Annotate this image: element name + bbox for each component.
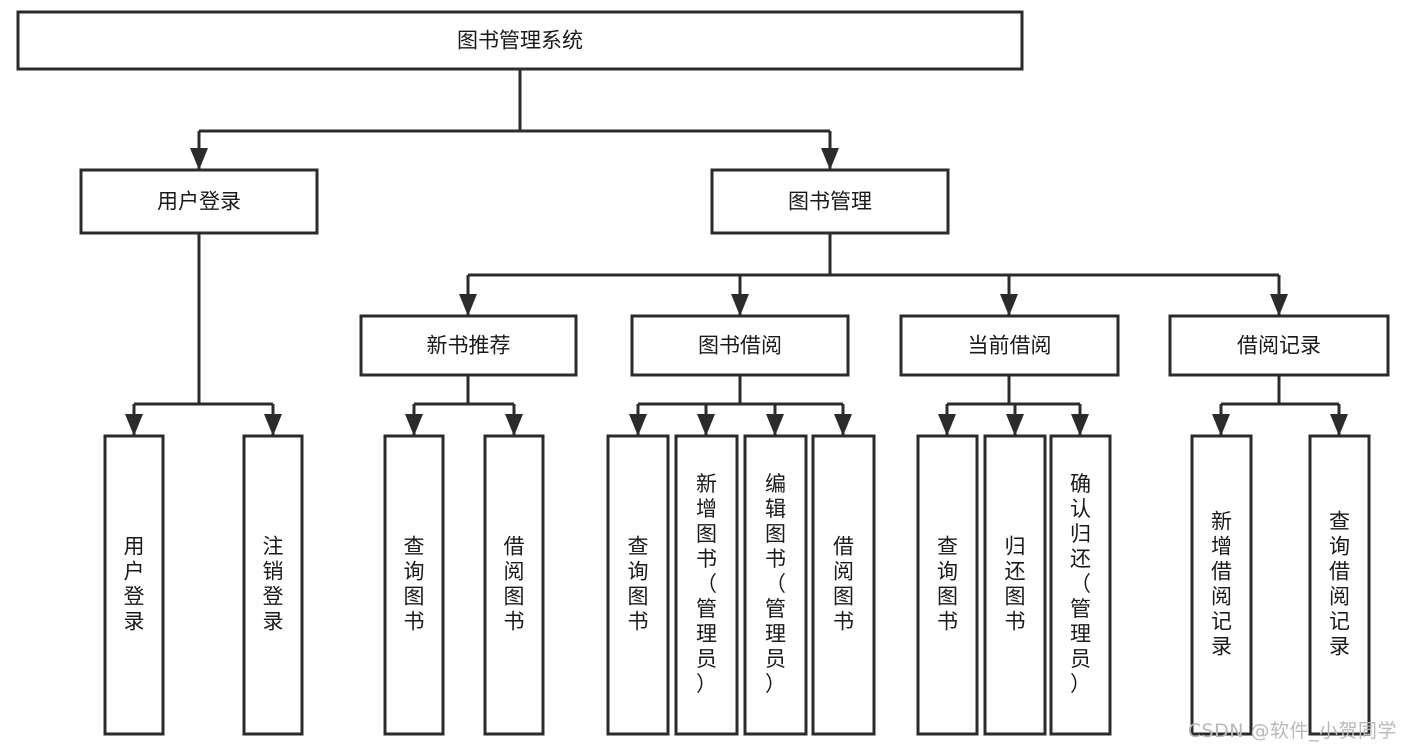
node-label: 借阅记录 bbox=[1237, 334, 1321, 358]
node-label: 查询借阅记录 bbox=[1329, 510, 1350, 659]
arrow-head-icon bbox=[821, 148, 839, 170]
node-box bbox=[1049, 434, 1112, 736]
node-label: 新增借阅记录 bbox=[1211, 510, 1232, 659]
connector-newbook_to_leaves bbox=[412, 375, 516, 436]
node-label: 当前借阅 bbox=[968, 334, 1052, 358]
node-label: 图书管理 bbox=[788, 190, 872, 214]
node-box bbox=[483, 434, 545, 736]
node-leaf-10[interactable]: 确认归还（管理员） bbox=[1049, 434, 1112, 736]
node-box bbox=[916, 434, 979, 736]
node-label: 用户登录 bbox=[124, 535, 145, 634]
arrow-head-icon bbox=[1071, 414, 1089, 436]
node-label: 用户登录 bbox=[157, 190, 241, 214]
arrow-head-icon bbox=[190, 148, 208, 170]
arrow-head-icon bbox=[1000, 294, 1018, 316]
node-label: 编辑图书（管理员） bbox=[765, 472, 786, 696]
arrow-head-icon bbox=[731, 294, 749, 316]
node-label: 借阅图书 bbox=[504, 535, 525, 634]
node-leaf-0[interactable]: 用户登录 bbox=[103, 434, 165, 736]
node-leaf-2[interactable]: 查询图书 bbox=[383, 434, 445, 736]
node-layer: 图书管理系统用户登录图书管理新书推荐图书借阅当前借阅借阅记录用户登录注销登录查询… bbox=[16, 10, 1390, 736]
node-label: 借阅图书 bbox=[833, 535, 854, 634]
node-box bbox=[674, 434, 739, 736]
node-leaf-6[interactable]: 编辑图书（管理员） bbox=[743, 434, 808, 736]
arrow-head-icon bbox=[505, 414, 523, 436]
arrow-head-icon bbox=[1006, 414, 1024, 436]
node-box bbox=[710, 168, 950, 235]
node-box bbox=[1308, 434, 1371, 736]
arrow-head-icon bbox=[697, 414, 715, 436]
arrow-head-icon bbox=[264, 414, 282, 436]
node-label: 图书借阅 bbox=[698, 334, 782, 358]
node-leaf-8[interactable]: 查询图书 bbox=[916, 434, 979, 736]
node-box bbox=[899, 314, 1120, 377]
node-label: 归还图书 bbox=[1005, 535, 1026, 634]
node-leaf-11[interactable]: 新增借阅记录 bbox=[1190, 434, 1253, 736]
node-label: 查询图书 bbox=[628, 535, 649, 634]
node-label: 查询图书 bbox=[404, 535, 425, 634]
node-label: 新书推荐 bbox=[427, 334, 511, 358]
arrow-head-icon bbox=[938, 414, 956, 436]
arrow-head-icon bbox=[405, 414, 423, 436]
node-box bbox=[383, 434, 445, 736]
node-label: 图书管理系统 bbox=[457, 29, 583, 53]
node-box bbox=[983, 434, 1047, 736]
connector-layer bbox=[125, 69, 1348, 436]
arrow-head-icon bbox=[1270, 294, 1288, 316]
connector-record_to_leaves bbox=[1219, 375, 1341, 436]
node-leaf-4[interactable]: 查询图书 bbox=[606, 434, 670, 736]
arrow-head-icon bbox=[1212, 414, 1230, 436]
node-leaf-1[interactable]: 注销登录 bbox=[242, 434, 304, 736]
connector-borrow_to_leaves bbox=[636, 375, 845, 436]
node-box bbox=[606, 434, 670, 736]
node-box bbox=[743, 434, 808, 736]
node-root-0[interactable]: 图书管理系统 bbox=[16, 10, 1024, 71]
node-label: 确认归还（管理员） bbox=[1070, 472, 1091, 696]
node-box bbox=[16, 10, 1024, 71]
node-box bbox=[1168, 314, 1390, 377]
node-label: 注销登录 bbox=[263, 535, 284, 634]
node-leaf-12[interactable]: 查询借阅记录 bbox=[1308, 434, 1371, 736]
node-box bbox=[630, 314, 850, 377]
node-leaf-9[interactable]: 归还图书 bbox=[983, 434, 1047, 736]
node-leaf-5[interactable]: 新增图书（管理员） bbox=[674, 434, 739, 736]
node-box bbox=[811, 434, 876, 736]
arrow-head-icon bbox=[766, 414, 784, 436]
node-level2-1[interactable]: 图书管理 bbox=[710, 168, 950, 235]
node-leaf-7[interactable]: 借阅图书 bbox=[811, 434, 876, 736]
arrow-head-icon bbox=[459, 294, 477, 316]
arrow-head-icon bbox=[834, 414, 852, 436]
node-box bbox=[1190, 434, 1253, 736]
node-level3-2[interactable]: 当前借阅 bbox=[899, 314, 1120, 377]
node-box bbox=[359, 314, 578, 377]
connector-mgmt_to_level3 bbox=[466, 233, 1281, 316]
node-level2-0[interactable]: 用户登录 bbox=[79, 168, 319, 235]
arrow-head-icon bbox=[125, 414, 143, 436]
node-label: 查询图书 bbox=[937, 535, 958, 634]
node-box bbox=[103, 434, 165, 736]
arrow-head-icon bbox=[1330, 414, 1348, 436]
node-label: 新增图书（管理员） bbox=[696, 472, 717, 696]
node-level3-1[interactable]: 图书借阅 bbox=[630, 314, 850, 377]
arrow-head-icon bbox=[629, 414, 647, 436]
node-box bbox=[79, 168, 319, 235]
node-leaf-3[interactable]: 借阅图书 bbox=[483, 434, 545, 736]
node-level3-0[interactable]: 新书推荐 bbox=[359, 314, 578, 377]
connector-root_to_level2 bbox=[197, 69, 832, 170]
node-level3-3[interactable]: 借阅记录 bbox=[1168, 314, 1390, 377]
node-box bbox=[242, 434, 304, 736]
connector-login_to_leaves bbox=[132, 233, 275, 436]
